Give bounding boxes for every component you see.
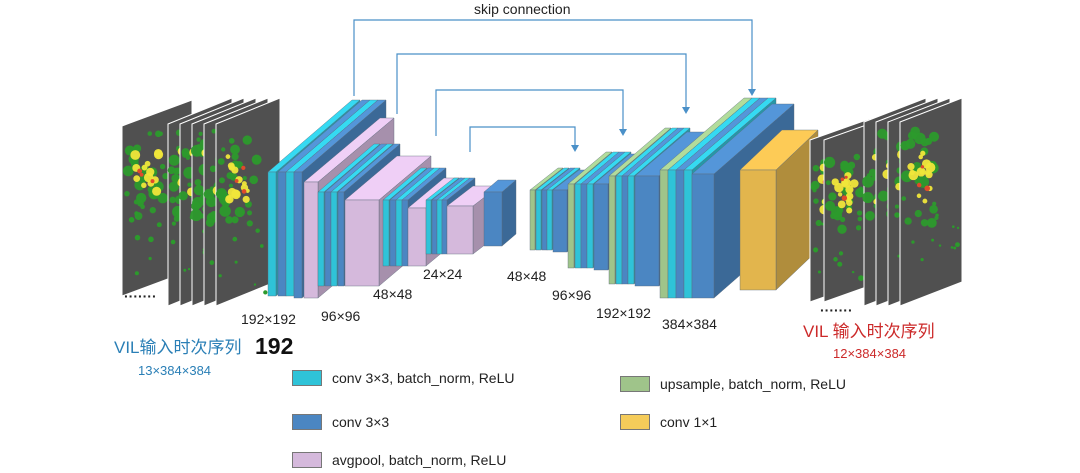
output-radar-frames	[809, 97, 963, 307]
output-sequence-title: VIL 输入时次序列	[803, 322, 935, 341]
size-label-dec3: 192×192	[596, 305, 651, 321]
legend-label-avgpool: avgpool, batch_norm, ReLU	[332, 452, 507, 468]
skip-connection-3	[435, 89, 627, 136]
input-dots: ·······	[124, 288, 157, 304]
input-dims: 13×384×384	[138, 363, 212, 378]
size-label-dec1: 48×48	[507, 268, 547, 284]
legend-label-conv: conv 3×3	[332, 414, 390, 430]
skip-connections	[353, 19, 756, 152]
size-label-enc1: 192×192	[241, 311, 296, 327]
size-label-enc3: 48×48	[373, 286, 413, 302]
output-dots: ·······	[820, 302, 853, 318]
skip-connection-label: skip connection	[474, 1, 571, 17]
input-radar-frames	[121, 97, 281, 307]
skip-connection-4	[469, 126, 579, 152]
block-20	[446, 185, 500, 255]
legend-label-upsample: upsample, batch_norm, ReLU	[660, 376, 846, 392]
legend-swatch-conv1x1	[620, 414, 650, 430]
size-label-dec4: 384×384	[662, 316, 717, 332]
skip-connection-1	[353, 19, 756, 96]
output-dims: 12×384×384	[833, 346, 907, 361]
legend-swatch-conv	[292, 414, 322, 430]
legend-swatch-conv-bn-relu	[292, 370, 322, 386]
size-label-enc4: 24×24	[423, 266, 463, 282]
size-label-dec2: 96×96	[552, 287, 592, 303]
input-channel-number: 192	[255, 333, 294, 359]
skip-connection-2	[396, 53, 690, 114]
input-sequence-title: VIL输入时次序列	[114, 338, 242, 357]
size-label-enc2: 96×96	[321, 308, 361, 324]
input-frame-6	[215, 97, 281, 307]
legend-label-conv-bn-relu: conv 3×3, batch_norm, ReLU	[332, 370, 515, 386]
legend-label-conv1x1: conv 1×1	[660, 414, 718, 430]
legend-swatch-upsample	[620, 376, 650, 392]
block-21	[483, 179, 517, 247]
legend-swatch-avgpool	[292, 452, 322, 468]
block-42	[739, 129, 819, 291]
output-frame-6	[899, 97, 963, 307]
network-blocks	[267, 97, 819, 299]
